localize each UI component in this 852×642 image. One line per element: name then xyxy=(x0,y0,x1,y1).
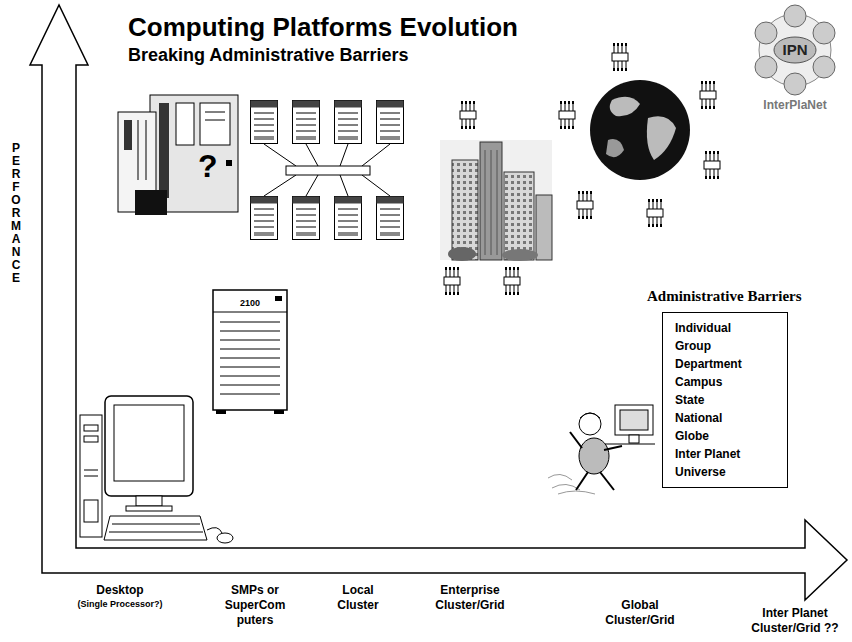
server-illustration xyxy=(213,290,287,414)
axis-label: SMPs or SuperCom puters xyxy=(220,583,290,628)
list-item: Inter Planet xyxy=(675,445,775,463)
list-item: State xyxy=(675,391,775,409)
list-item: Campus xyxy=(675,373,775,391)
frustrated-user-clipart xyxy=(548,405,655,494)
list-item: National xyxy=(675,409,775,427)
logo-caption: InterPlaNet xyxy=(763,98,826,112)
model-number: 2100 xyxy=(240,298,260,308)
enterprise-illustration xyxy=(440,101,552,295)
list-item: Universe xyxy=(675,463,775,481)
question-mark: ? xyxy=(198,148,218,185)
axis-label: Inter Planet Cluster/Grid ?? xyxy=(747,606,843,636)
list-item: Individual xyxy=(675,319,775,337)
logo-text: IPN xyxy=(782,41,807,58)
supercomputer-illustration xyxy=(118,95,238,215)
local-cluster-illustration xyxy=(251,101,404,240)
barrier-list-box: Administrative BarriersIndividualGroupDe… xyxy=(662,312,788,488)
axis-sublabel: (Single Processor?) xyxy=(77,599,162,609)
list-item: Globe xyxy=(675,427,775,445)
slide-title: Computing Platforms Evolution xyxy=(128,12,518,43)
box-heading: Administrative Barriers xyxy=(647,288,802,305)
axis-label: Global Cluster/Grid xyxy=(597,598,683,628)
list-item: Department xyxy=(675,355,775,373)
axis-arrows xyxy=(30,5,847,600)
desktop-computer xyxy=(80,396,233,543)
axis-label: Desktop xyxy=(96,583,143,597)
axis-title: PERFORMANCE xyxy=(10,142,22,285)
subtitle: Breaking Administrative Barriers xyxy=(128,45,408,66)
ipn-logo xyxy=(755,5,835,95)
axis-label: Local Cluster xyxy=(328,583,388,613)
list-item: Group xyxy=(675,337,775,355)
globe-illustration xyxy=(559,43,720,227)
axis-label: Enterprise Cluster/Grid xyxy=(427,583,513,613)
